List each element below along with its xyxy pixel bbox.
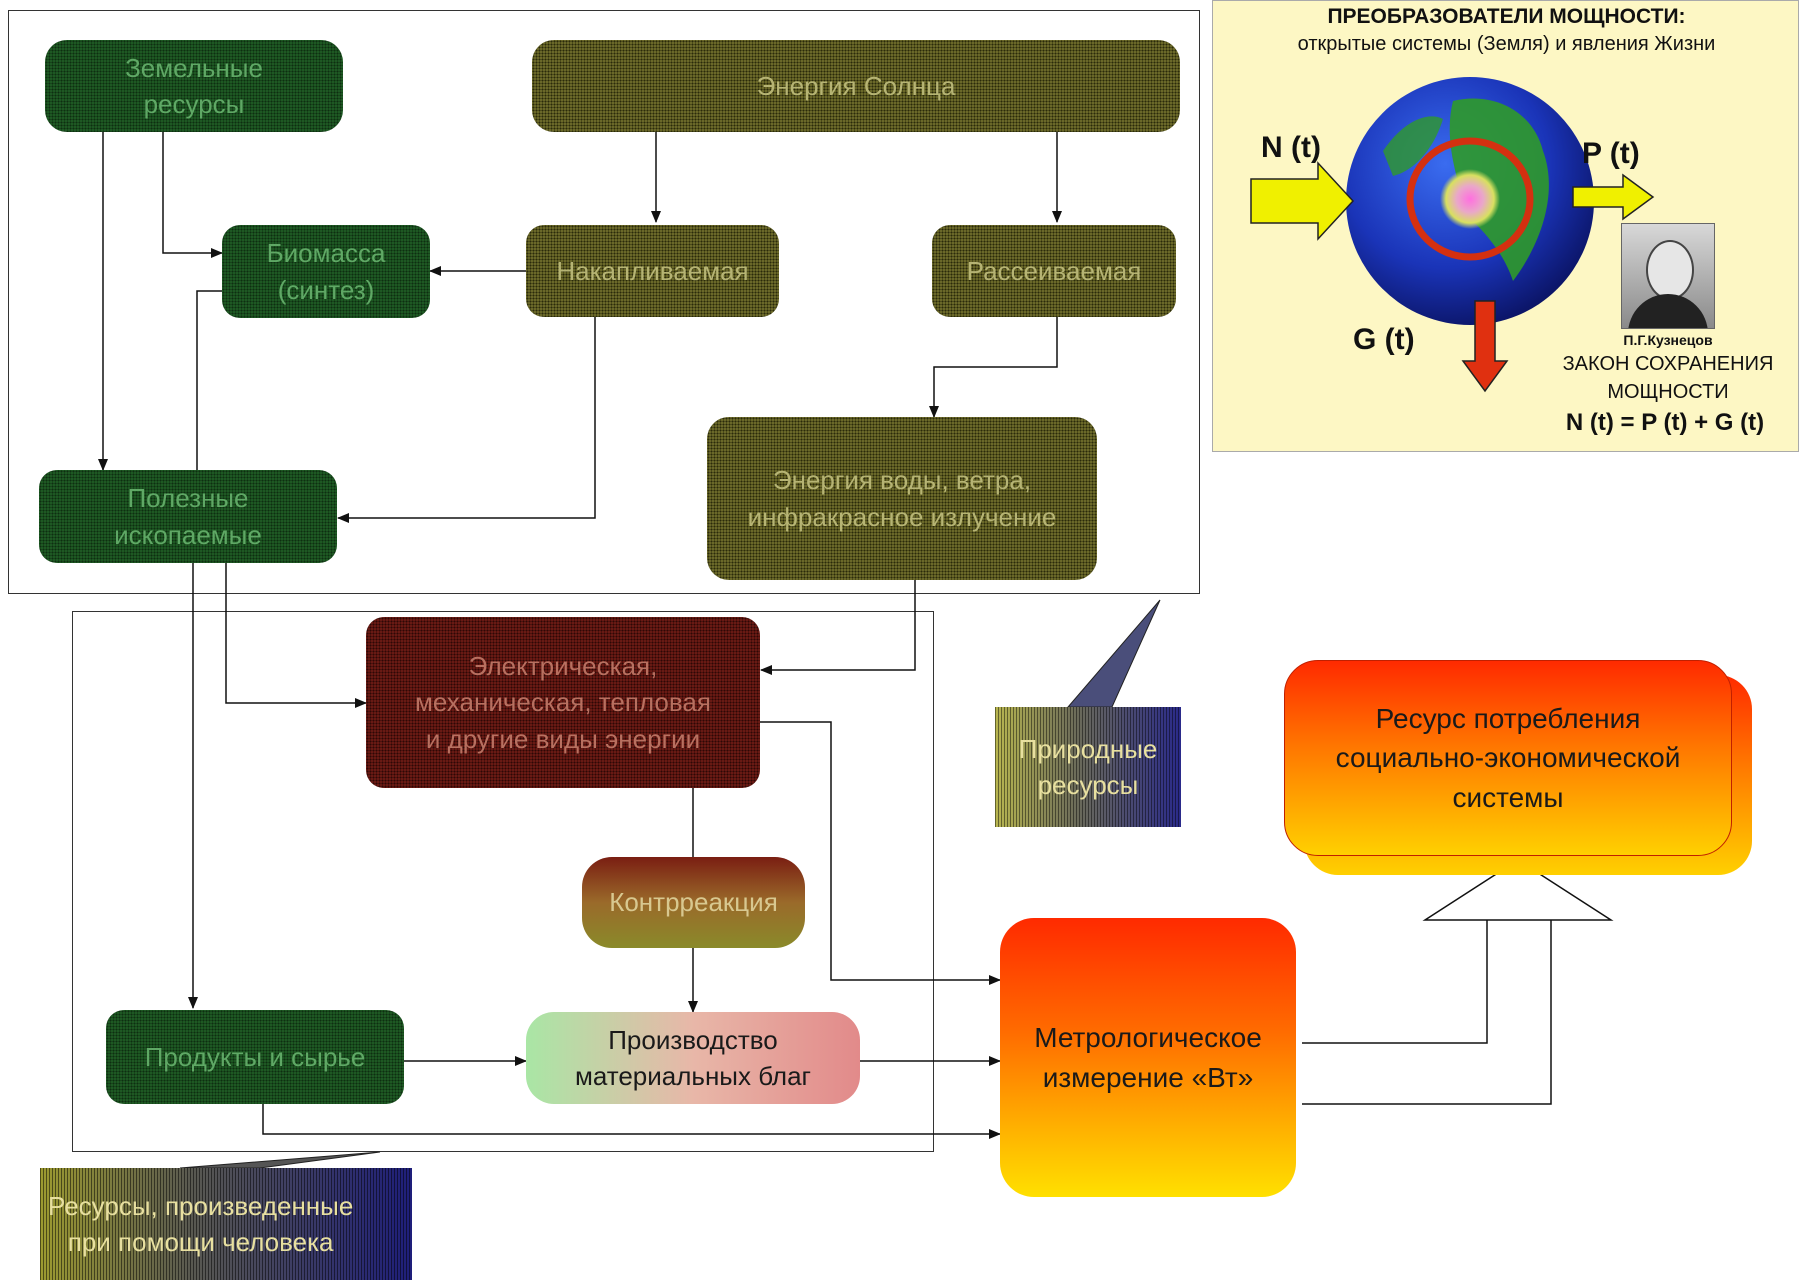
human-resources-callout-tail [179, 1151, 381, 1169]
natural-resources-callout-tail [1066, 599, 1161, 708]
metrology-node: Метрологическое измерение «Вт» [1000, 918, 1296, 1197]
author-name: П.Г.Кузнецов [1623, 332, 1713, 348]
dissipated-energy-node: Рассеиваемая [932, 225, 1176, 317]
law-line-1: ЗАКОН СОХРАНЕНИЯ [1562, 353, 1774, 375]
arrow-products-to-metrology [262, 1104, 1001, 1139]
earth-globe-illustration [1346, 77, 1594, 325]
arrow-water-to-energy [760, 580, 916, 675]
line-metrology-to-consumption-b [1302, 920, 1552, 1105]
conservation-formula: N (t) = P (t) + G (t) [1565, 409, 1765, 436]
natural-resources-label: Природные ресурсы [995, 707, 1181, 827]
human-resources-label: Ресурсы, произведенные при помощи челове… [40, 1168, 412, 1280]
line-metrology-to-consumption-a [1302, 920, 1488, 1044]
big-up-arrow [1422, 859, 1614, 921]
p-t-label: P (t) [1582, 137, 1640, 170]
energy-types-node: Электрическая, механическая, тепловая и … [366, 617, 760, 788]
accumulated-energy-node: Накапливаемая [526, 225, 779, 317]
flow-arrows [1250, 161, 1655, 393]
arrow-earth-to-biomass [162, 132, 223, 258]
law-line-2: МОЩНОСТИ [1607, 381, 1729, 403]
earth-resources-node: Земельные ресурсы [45, 40, 343, 132]
g-t-label: G (t) [1353, 323, 1415, 356]
water-wind-energy-node: Энергия воды, ветра, инфракрасное излуче… [707, 417, 1097, 580]
line-biomass-to-minerals [196, 290, 222, 470]
natural-resources-frame [8, 10, 1200, 594]
input-power-arrow-icon [1250, 161, 1355, 241]
arrow-minerals-to-energy [225, 563, 367, 708]
author-portrait [1621, 223, 1715, 329]
power-converters-panel: ПРЕОБРАЗОВАТЕЛИ МОЩНОСТИ: открытые систе… [1212, 0, 1799, 452]
production-node: Производство материальных благ [526, 1012, 860, 1104]
biomass-node: Биомасса (синтез) [222, 225, 430, 318]
panel-subtitle: открытые системы (Земля) и явления Жизни [1297, 33, 1716, 55]
consumption-node: Ресурс потребления социально-экономическ… [1284, 660, 1732, 856]
arrow-dissipated-to-water [929, 317, 1058, 418]
loss-power-arrow-icon [1461, 300, 1509, 393]
counteraction-node: Контрреакция [582, 857, 805, 948]
solar-energy-node: Энергия Солнца [532, 40, 1180, 132]
output-power-arrow-icon [1572, 173, 1655, 221]
arrow-energy-to-metrology [758, 721, 1001, 985]
n-t-label: N (t) [1261, 131, 1321, 164]
minerals-node: Полезные ископаемые [39, 470, 337, 563]
arrow-accumulated-to-minerals [337, 317, 596, 523]
products-node: Продукты и сырье [106, 1010, 404, 1104]
human-resources-frame [72, 611, 934, 1152]
panel-title: ПРЕОБРАЗОВАТЕЛИ МОЩНОСТИ: [1327, 5, 1686, 28]
